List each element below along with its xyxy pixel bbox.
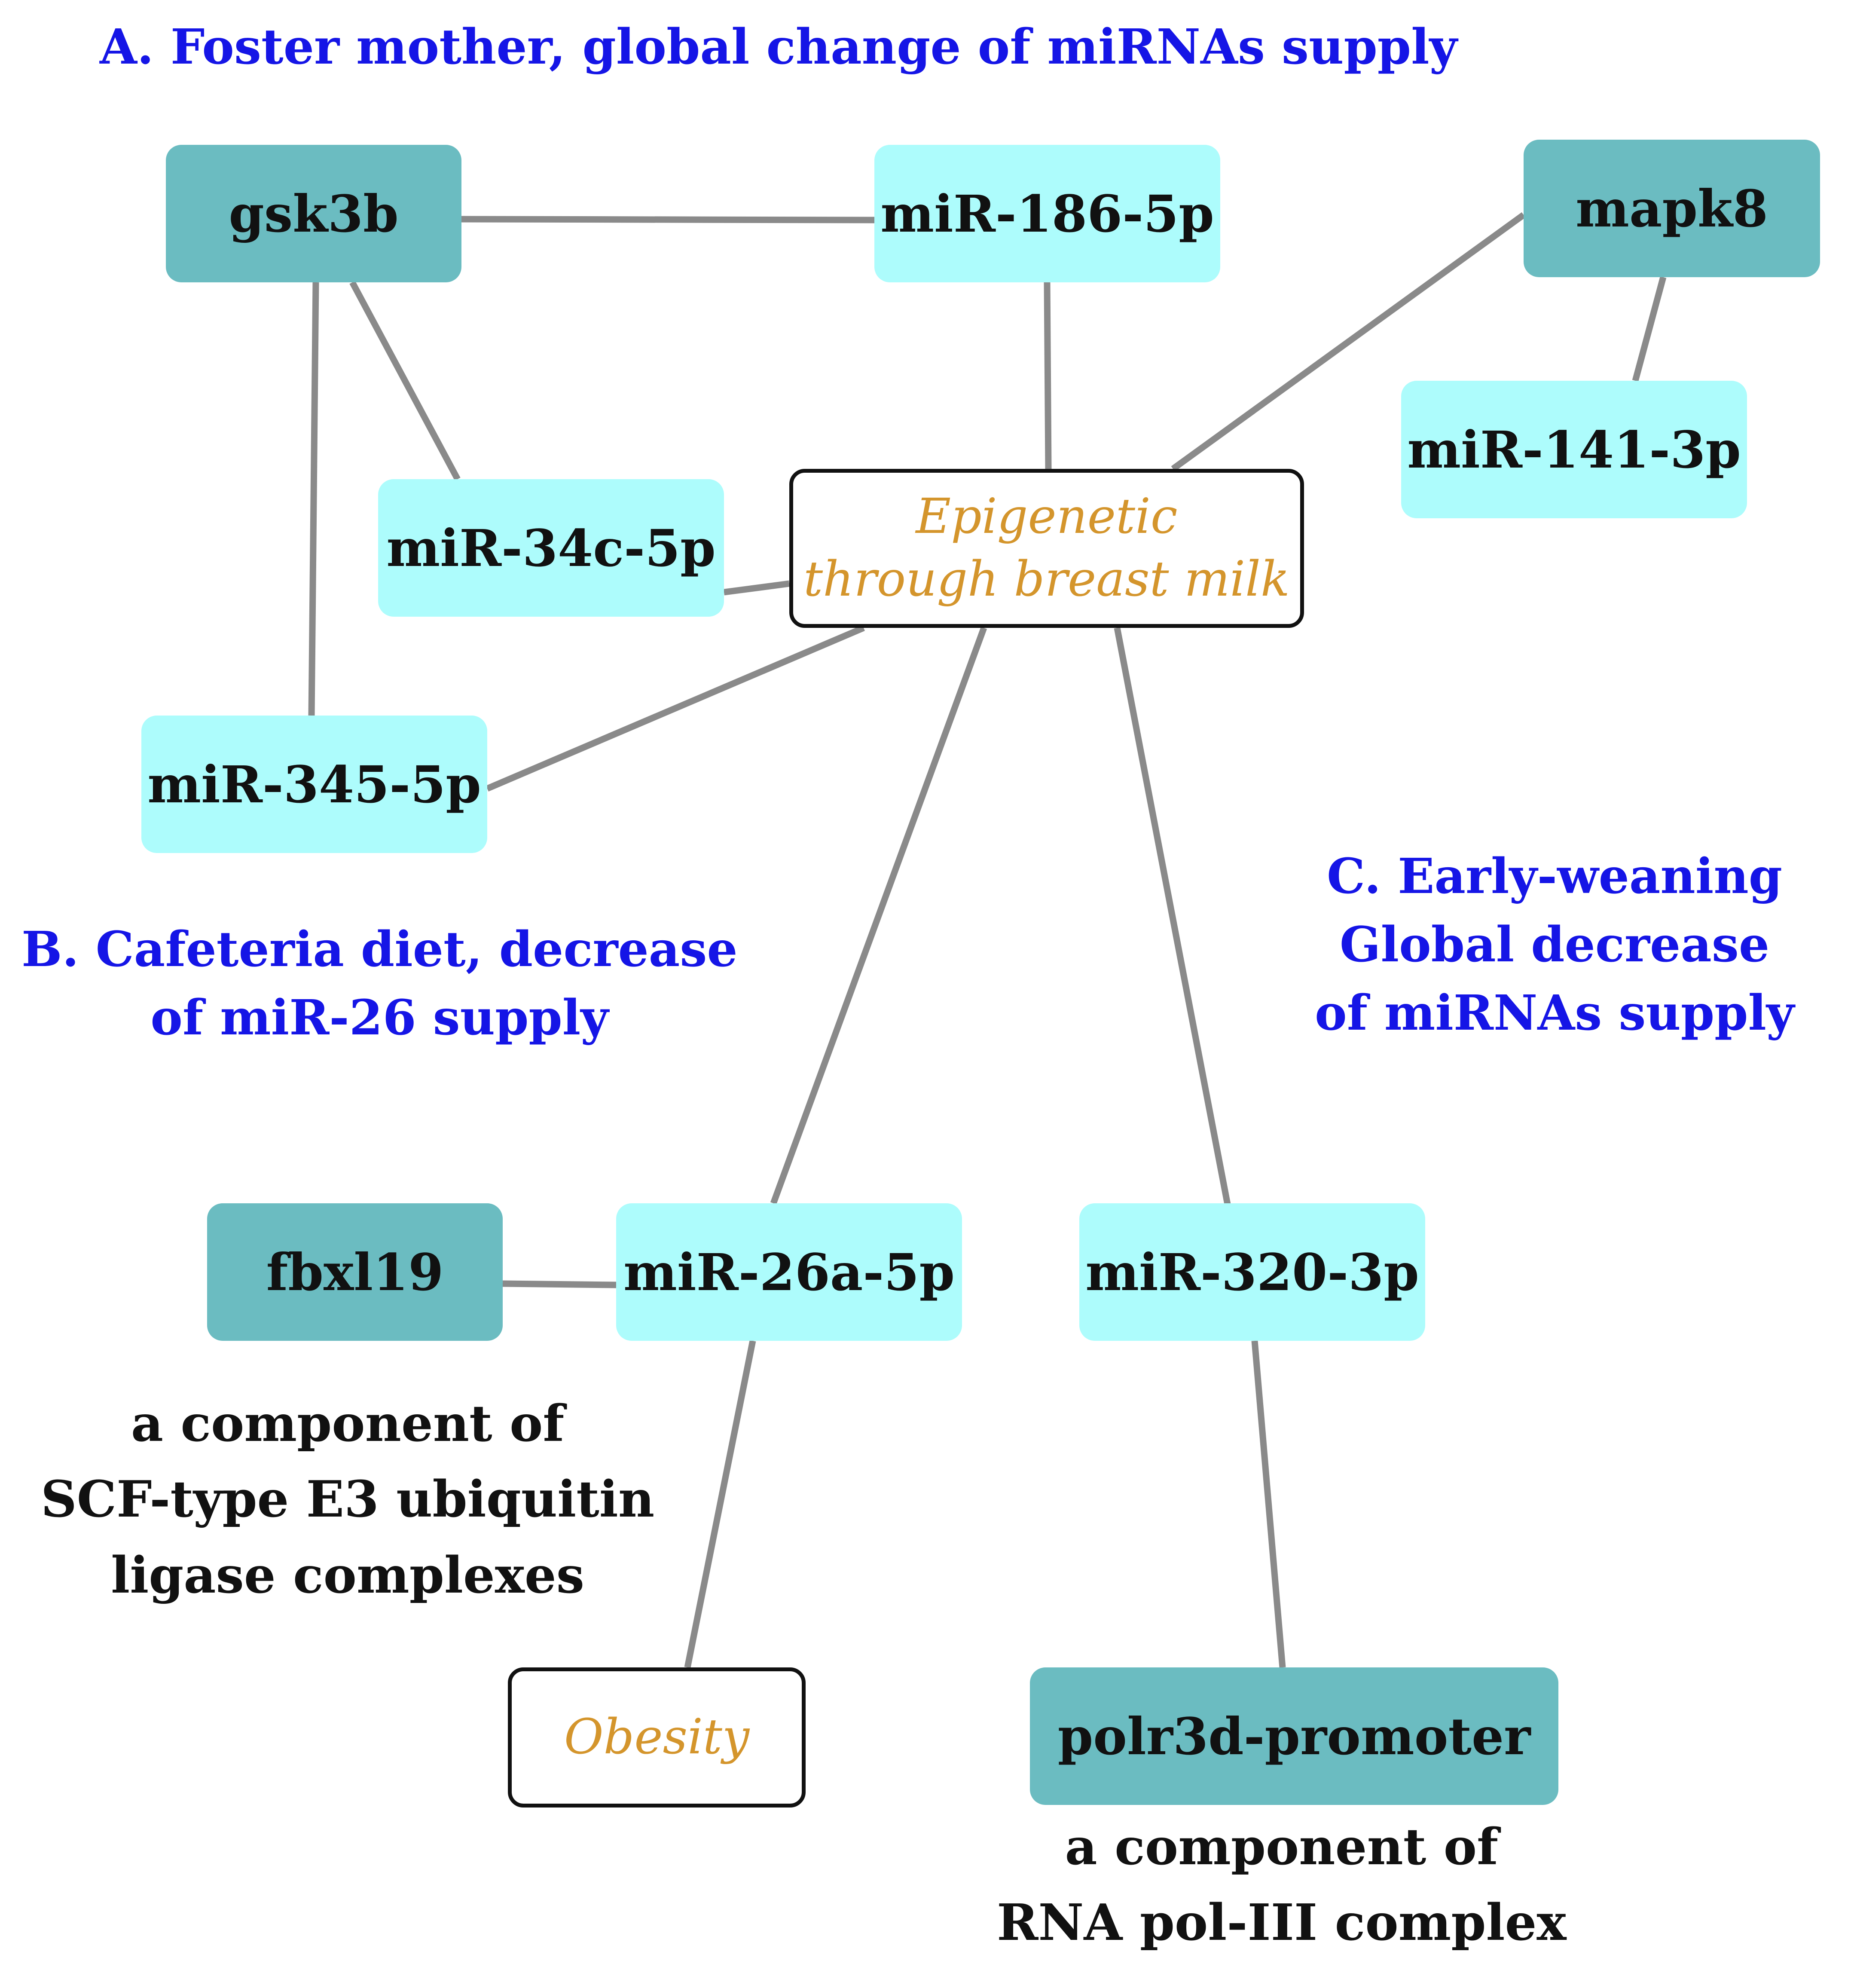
node-fbxl19: fbxl19: [207, 1203, 503, 1341]
edge-mir186-epigenetic: [1044, 282, 1052, 469]
group-c-title: C. Early-weaning Global decrease of miRN…: [1315, 842, 1794, 1047]
edge-mir320-polr3d: [1251, 1340, 1286, 1668]
epigenetic-line-2: through breast milk: [803, 551, 1290, 607]
edge-mapk8-epigenetic: [1171, 212, 1526, 472]
node-mir-186-5p: miR-186-5p: [874, 145, 1220, 282]
node-mir-34c-5p: miR-34c-5p: [378, 479, 724, 617]
edge-mir26a-obesity: [684, 1340, 756, 1668]
fbxl19-note-line-2: SCF-type E3 ubiquitin: [41, 1470, 655, 1529]
group-b-line-2: of miR-26 supply: [150, 990, 609, 1046]
edge-mir345-epigenetic: [486, 625, 865, 792]
node-mapk8: mapk8: [1524, 140, 1820, 277]
group-b-title: B. Cafeteria diet, decrease of miR-26 su…: [21, 915, 738, 1052]
node-mir-141-3p: miR-141-3p: [1401, 381, 1747, 518]
node-mir-345-5p: miR-345-5p: [141, 716, 487, 853]
epigenetic-line-1: Epigenetic: [916, 489, 1178, 545]
group-a-title: A. Foster mother, global change of miRNA…: [100, 19, 1457, 75]
edge-epigenetic-mir26a: [770, 627, 987, 1205]
group-b-line-1: B. Cafeteria diet, decrease: [21, 921, 738, 978]
group-c-line-2: Global decrease: [1339, 917, 1770, 973]
node-obesity: Obesity: [508, 1667, 806, 1808]
group-c-line-1: C. Early-weaning: [1326, 848, 1783, 905]
node-polr3d-promoter: polr3d-promoter: [1030, 1667, 1558, 1805]
edge-fbxl19-mir26a: [502, 1280, 617, 1288]
group-c-line-3: of miRNAs supply: [1315, 985, 1795, 1042]
node-gsk3b: gsk3b: [166, 145, 461, 282]
node-epigenetic-breast-milk: Epigenetic through breast milk: [789, 469, 1304, 628]
edge-mapk8-mir141: [1632, 276, 1667, 382]
node-mir-320-3p: miR-320-3p: [1079, 1203, 1425, 1341]
edge-gsk3b-mir186: [461, 216, 875, 223]
edge-mir34c-epigenetic: [724, 580, 790, 596]
polr3d-note-line-2: RNA pol-III complex: [997, 1893, 1567, 1952]
node-mir-26a-5p: miR-26a-5p: [616, 1203, 962, 1341]
fbxl19-note: a component of SCF-type E3 ubiquitin lig…: [41, 1386, 654, 1613]
edge-gsk3b-mir34c: [349, 281, 461, 481]
fbxl19-note-line-3: ligase complexes: [111, 1546, 585, 1605]
edge-epigenetic-mir320: [1114, 627, 1237, 1234]
polr3d-note-line-1: a component of: [1065, 1818, 1499, 1876]
polr3d-note: a component of RNA pol-III complex: [997, 1809, 1567, 1961]
fbxl19-note-line-1: a component of: [131, 1395, 565, 1453]
edge-gsk3b-mir345: [308, 282, 319, 716]
